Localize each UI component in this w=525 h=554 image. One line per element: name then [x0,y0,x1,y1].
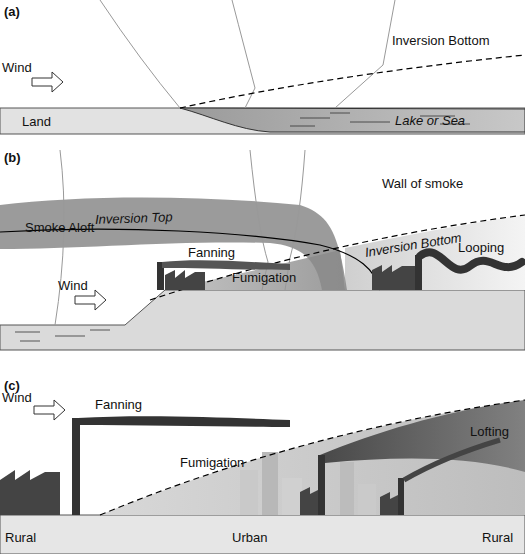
illustration-shape [180,108,525,132]
panel-a [0,0,525,134]
diagram-label: Fanning [95,397,142,412]
illustration-shape [240,470,258,515]
diagram-label: Inversion Bottom [364,230,463,260]
illustration-shape [162,260,290,270]
illustration-shape [0,108,525,134]
illustration-shape [165,270,205,290]
diagram-label: (a) [4,4,20,19]
diagram-label: Inversion Top [95,209,173,227]
diagram-label: Fumigation [180,455,244,470]
illustration-shape [335,0,395,108]
diagram-label: Wind [2,390,32,405]
illustration-shape [358,484,376,515]
illustration-shape [262,452,278,515]
diagram-label: Land [22,114,51,129]
diagram-label: Rural [5,530,36,545]
diagram-label: Smoke Aloft [25,220,94,235]
illustration-shape [0,515,525,554]
illustration-shape [180,55,525,108]
diagram-label: Rural [482,530,513,545]
diagram-label: Looping [458,240,504,255]
diagram-label: Wind [58,278,88,293]
diagram-label: Wall of smoke [382,176,463,191]
illustration-shape [415,255,422,290]
illustration-shape [32,72,63,92]
diagram-label: Inversion Bottom [392,33,490,48]
illustration-shape [78,416,290,427]
illustration-shape [75,290,106,310]
illustration-shape [372,265,415,290]
illustration-shape [150,215,525,300]
diagram-label: Fumigation [232,270,296,285]
illustration-shape [0,198,347,291]
illustration-shape [55,150,64,325]
illustration-shape [318,455,325,515]
panel-b [0,150,525,350]
panel-c [0,400,525,554]
illustration-shape [34,400,65,420]
illustration-shape [0,470,60,515]
illustration-shape [0,290,525,350]
illustration-shape [232,0,255,108]
illustration-shape [72,418,80,515]
illustration-shape [380,492,398,515]
diagram-label: Lake or Sea [395,113,465,128]
illustration-shape [100,0,180,108]
illustration-shape [404,440,500,480]
diagram-label: Wind [2,60,32,75]
diagram-label: Fanning [188,245,235,260]
illustration-shape [282,478,302,515]
diagram-label: (b) [4,150,21,165]
illustration-shape [0,229,380,290]
illustration-shape [300,487,318,515]
illustration-shape [15,330,110,341]
diagram-label: Urban [232,530,267,545]
diagram-label: Lofting [470,424,509,439]
illustration-shape [320,400,525,472]
illustration-shape [340,462,354,515]
illustration-shape [398,478,404,515]
illustration-shape [345,215,525,290]
